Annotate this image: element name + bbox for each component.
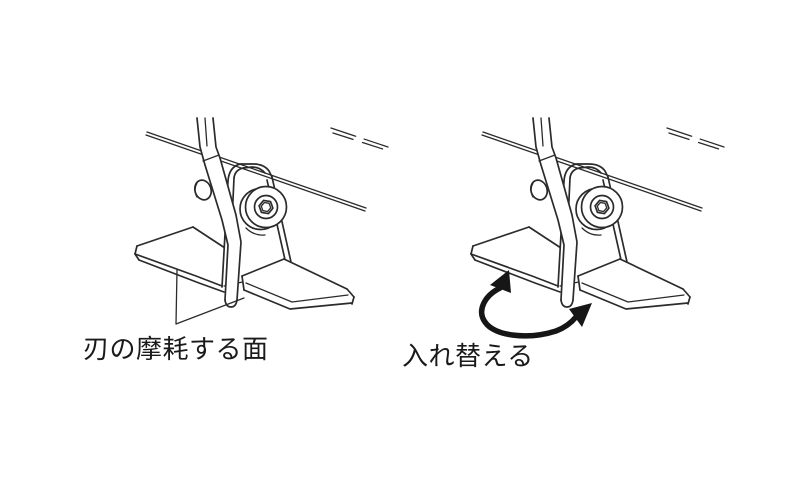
swap-arrow-icon <box>478 270 592 339</box>
wear-surface-leader-lines <box>175 269 245 325</box>
flail-blade-assembly-left <box>133 117 390 310</box>
wear-surface-label: 刃の摩耗する面 <box>83 335 269 365</box>
swap-label: 入れ替える <box>402 342 534 372</box>
